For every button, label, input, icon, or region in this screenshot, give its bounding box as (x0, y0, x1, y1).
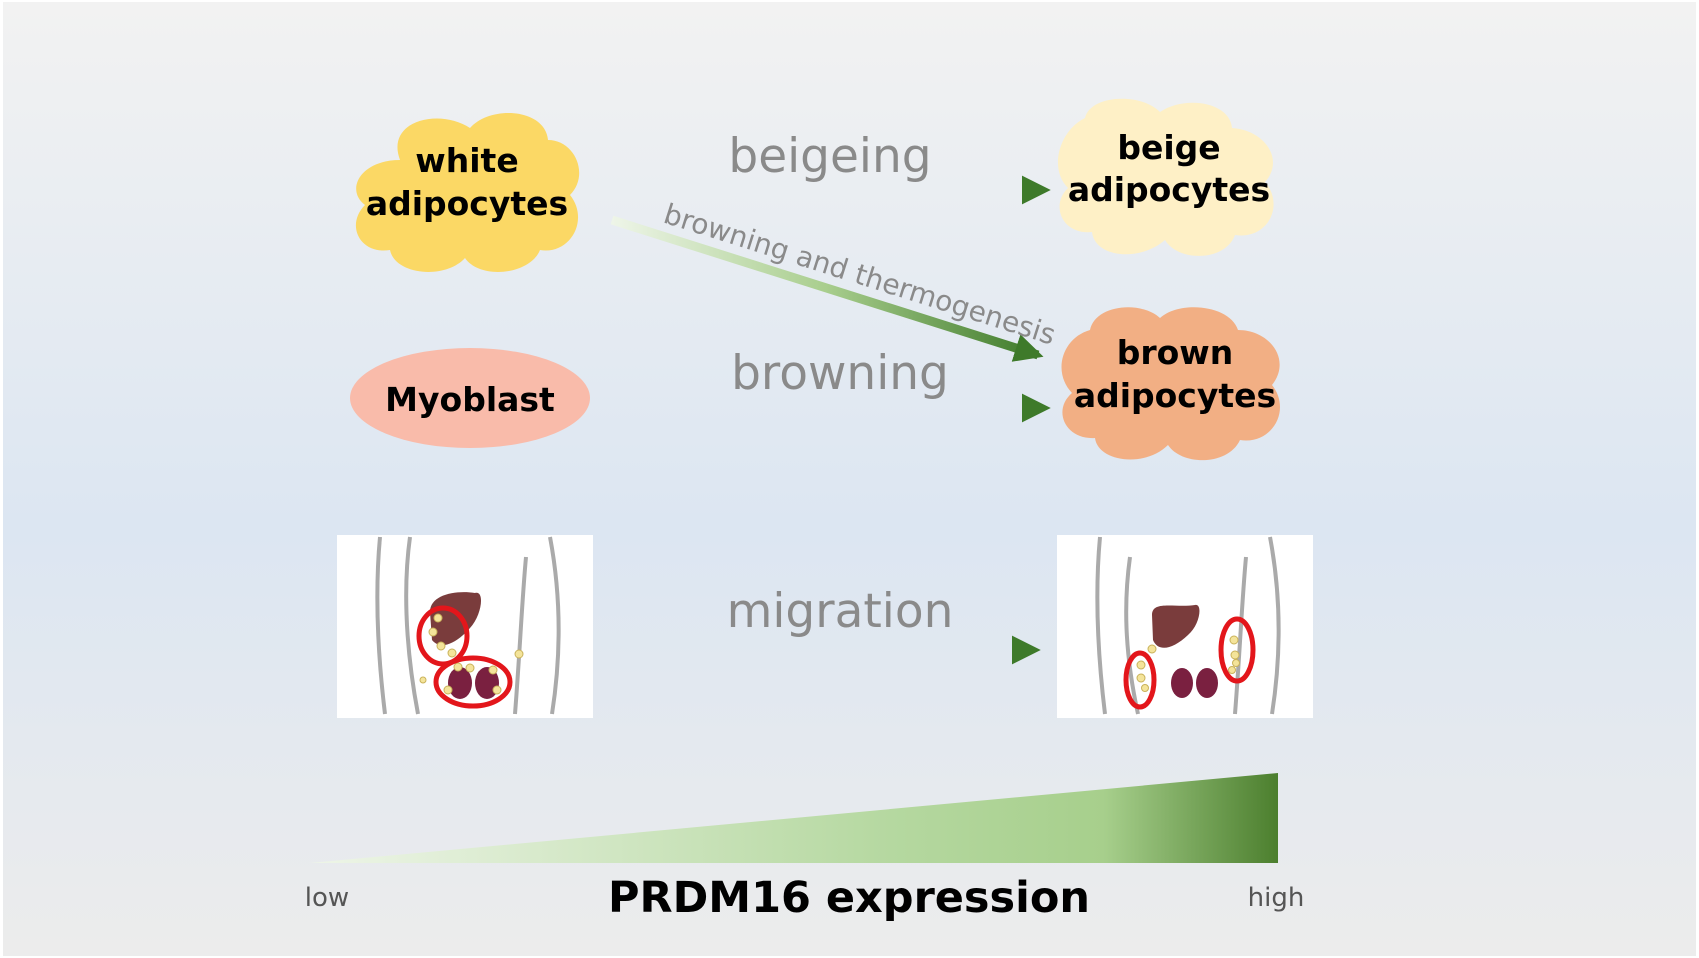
arrow-beigeing: beigeing (600, 129, 1051, 205)
node-brown-adipocytes: brown adipocytes (1061, 307, 1281, 461)
brown-adipocytes-label-line2: adipocytes (1074, 376, 1276, 415)
white-adipocytes-label-line1: white (415, 141, 518, 180)
body-outline-right-arm (548, 536, 561, 715)
expression-gradient: low PRDM16 expression high (305, 773, 1305, 923)
kidney-left-icon (1171, 668, 1193, 698)
node-myoblast: Myoblast (350, 348, 590, 448)
expression-high-label: high (1248, 883, 1305, 913)
brown-adipocytes-cloud (1061, 307, 1281, 461)
brown-adipocytes-label-line1: brown (1117, 333, 1234, 372)
fat-depot-circle-kidney (433, 655, 513, 709)
body-outline-right-arm (1268, 536, 1281, 715)
beige-adipocytes-label-line2: adipocytes (1068, 170, 1270, 209)
beige-adipocytes-label-line1: beige (1117, 128, 1220, 167)
fat-depot-circle-liver (416, 605, 470, 667)
fat-depot-circle-left (1123, 650, 1157, 710)
fat-depot-circle-right (1218, 616, 1256, 684)
background-panel (3, 2, 1696, 956)
beige-adipocytes-cloud (1057, 98, 1274, 256)
kidney-left-icon (448, 667, 472, 699)
node-white-adipocytes: white adipocytes (355, 112, 580, 272)
body-image-after (1057, 535, 1313, 718)
expression-wedge (310, 773, 1278, 863)
kidney-right-icon (1196, 668, 1218, 698)
node-beige-adipocytes: beige adipocytes (1057, 98, 1274, 256)
body-outline-right-torso (513, 556, 528, 715)
white-adipocytes-label-line2: adipocytes (366, 184, 568, 223)
arrow-browning-thermogenesis-line (610, 215, 1044, 362)
white-adipocytes-cloud (355, 112, 580, 272)
fat-droplets (419, 613, 524, 695)
body-outline-left-torso (404, 536, 420, 715)
arrow-migration-label: migration (727, 584, 954, 639)
body-outline-right-torso (1233, 556, 1248, 715)
fat-droplets (1136, 635, 1240, 692)
expression-title: PRDM16 expression (608, 873, 1090, 923)
liver-icon (430, 592, 482, 646)
expression-low-label: low (305, 883, 349, 913)
arrow-browning: browning (600, 346, 1051, 423)
body-outline-left-arm (1095, 536, 1107, 715)
myoblast-ellipse (350, 348, 590, 448)
body-image-before (337, 535, 593, 718)
arrow-browning-label: browning (731, 346, 949, 401)
arrow-migration: migration (625, 584, 1041, 665)
body-outline-left-arm (375, 536, 387, 715)
body-outline-left-torso (1124, 556, 1140, 715)
liver-icon (1152, 604, 1200, 648)
arrow-beigeing-label: beigeing (728, 129, 931, 184)
myoblast-label: Myoblast (385, 380, 555, 419)
